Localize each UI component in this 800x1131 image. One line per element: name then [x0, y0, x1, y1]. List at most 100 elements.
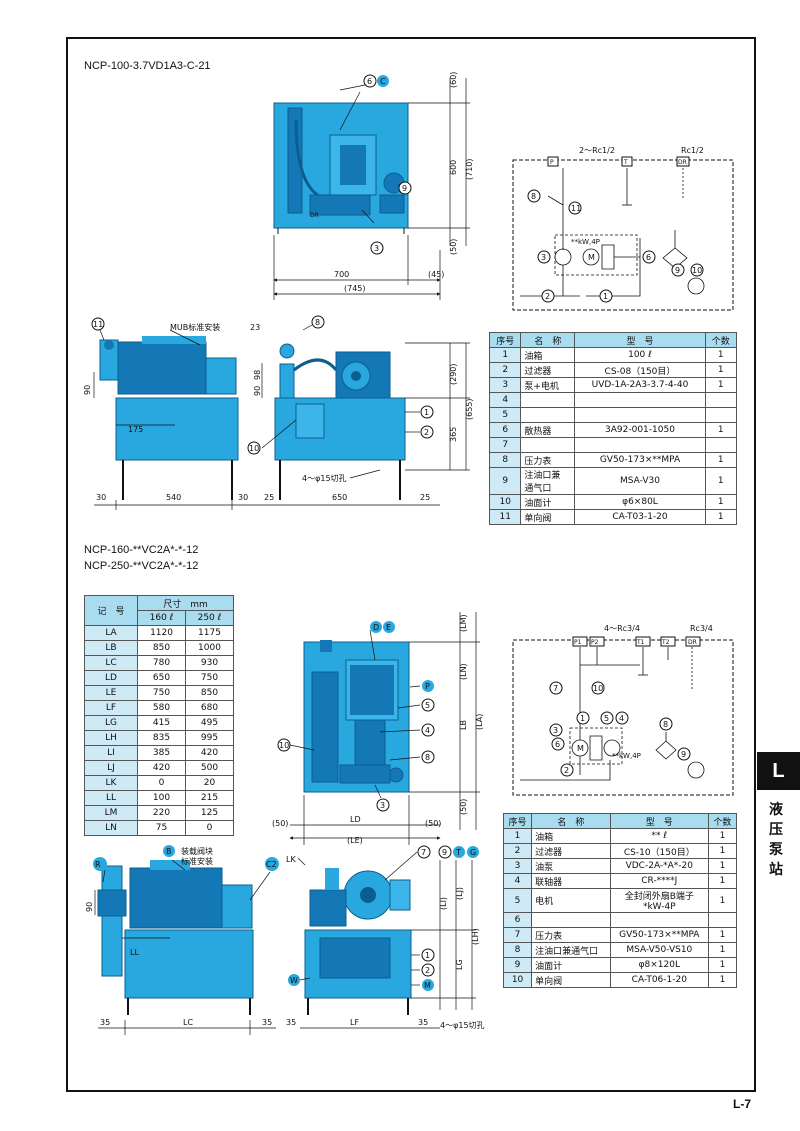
svg-text:Rc1/2: Rc1/2 [681, 146, 704, 155]
table-row: 6 [502, 912, 738, 928]
table-cell: LH [83, 730, 139, 746]
c2-callout-5 [600, 711, 614, 725]
v2s-callout-9 [438, 845, 452, 859]
table-cell [531, 912, 611, 928]
table-cell: GV50-173×**MPA [574, 452, 706, 468]
table-cell: LB [83, 640, 139, 656]
table-cell: 4 [502, 873, 533, 889]
table-cell: φ8×120L [609, 957, 709, 973]
svg-text:30: 30 [96, 493, 106, 502]
v1s-callout-2 [420, 425, 434, 439]
table-cell [609, 912, 709, 928]
c1-callout-1 [599, 289, 613, 303]
v1-callout-6 [363, 74, 377, 88]
svg-text:(LH): (LH) [471, 928, 480, 945]
table-cell: 散热器 [520, 422, 576, 438]
v1f-mub: MUB标准安装 [170, 322, 220, 332]
table-cell: 385 [137, 745, 186, 761]
v1-d745: (745) [344, 284, 366, 293]
table-cell: 8 [488, 452, 522, 468]
table-cell: 1 [707, 828, 738, 844]
v2s-callout-2 [421, 963, 435, 977]
v2t-callout-D [370, 621, 382, 633]
table-cell: CS-10（150目） [609, 843, 709, 859]
table-cell: LF [83, 700, 139, 716]
v1s-holes: 4～φ15切孔 [302, 474, 347, 483]
svg-text:8: 8 [315, 318, 320, 327]
table-cell: 过滤器 [531, 843, 611, 859]
svg-text:T2: T2 [661, 639, 670, 646]
svg-text:8: 8 [663, 720, 668, 729]
table-cell: 1 [704, 494, 738, 510]
table-cell: VDC-2A-*A*-20 [609, 858, 709, 874]
v2t-callout-5 [421, 698, 435, 712]
table-cell: 9 [488, 467, 522, 495]
v2t-callout-8 [421, 750, 435, 764]
circuit2-diagram [512, 636, 734, 796]
svg-text:25: 25 [264, 493, 274, 502]
table-cell: 6 [502, 912, 533, 928]
table-cell [707, 912, 738, 928]
svg-text:175: 175 [128, 425, 143, 434]
svg-text:T: T [455, 848, 461, 857]
svg-text:2～Rc1/2: 2～Rc1/2 [579, 146, 615, 155]
svg-text:T1: T1 [636, 639, 645, 646]
svg-text:540: 540 [166, 493, 181, 502]
table-cell: 全封闭外扇B端子 *kW-4P [609, 888, 709, 913]
table-cell: LD [83, 670, 139, 686]
table-cell: 0 [185, 820, 234, 836]
table-cell: 495 [185, 715, 234, 731]
svg-text:10: 10 [279, 741, 289, 750]
v1-d600: 600 [449, 160, 458, 175]
table-cell: 10 [488, 494, 522, 510]
svg-text:M: M [588, 253, 595, 262]
table-cell: 420 [185, 745, 234, 761]
v2t-callout-3 [376, 798, 390, 812]
table-cell: LC [83, 655, 139, 671]
svg-text:9: 9 [442, 848, 447, 857]
svg-text:G: G [470, 848, 476, 857]
c2-callout-3 [549, 723, 563, 737]
table-cell: MSA-V50-VS10 [609, 942, 709, 958]
svg-text:35: 35 [418, 1018, 428, 1027]
view1-top-dims [273, 78, 470, 300]
v1-dr: DR [310, 212, 319, 219]
table-cell: 215 [185, 790, 234, 806]
table-cell: 3 [488, 377, 522, 393]
table-cell: 电机 [531, 888, 611, 913]
svg-text:LB: LB [459, 720, 468, 730]
table-cell [574, 407, 706, 423]
svg-text:30: 30 [238, 493, 248, 502]
svg-text:P2: P2 [591, 639, 599, 646]
v2t-callout-10 [277, 738, 291, 752]
table-cell: LA [83, 625, 139, 641]
circuit1-diagram [512, 156, 734, 311]
table-cell: 11 [488, 509, 522, 525]
table-cell: 单向阀 [531, 972, 611, 988]
svg-text:6: 6 [555, 740, 560, 749]
table-cell: 1 [707, 843, 738, 859]
c1-callout-2 [541, 289, 555, 303]
table-cell: LI [83, 745, 139, 761]
svg-text:5: 5 [425, 701, 430, 710]
table-row: 7 [488, 437, 738, 453]
svg-text:1: 1 [580, 714, 585, 723]
svg-text:35: 35 [286, 1018, 296, 1027]
table-cell: 压力表 [520, 452, 576, 468]
table-cell: 1 [707, 873, 738, 889]
table-cell: 500 [185, 760, 234, 776]
c2-callout-1 [576, 711, 590, 725]
